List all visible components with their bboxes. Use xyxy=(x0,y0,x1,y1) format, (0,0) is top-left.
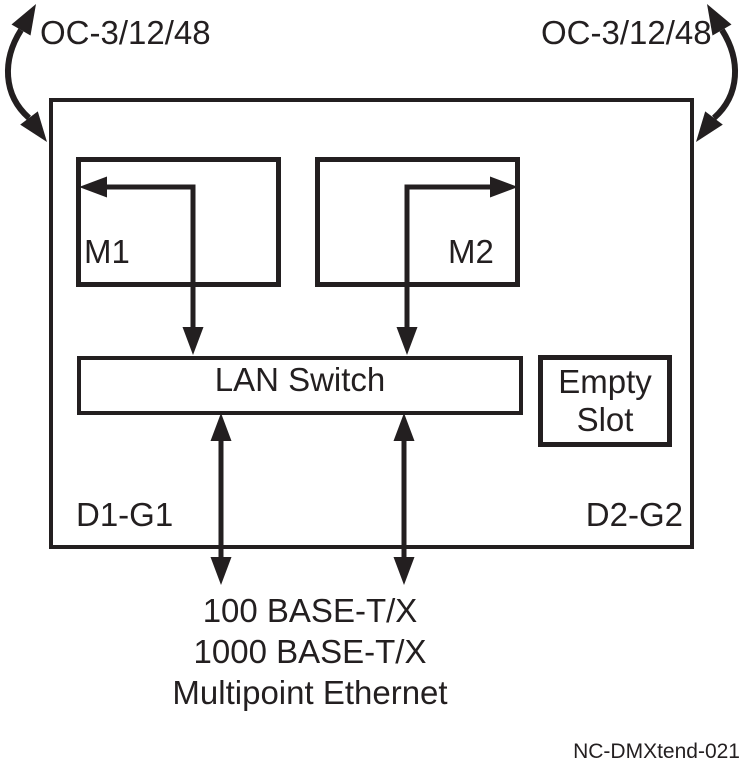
ethernet-multipoint-label: Multipoint Ethernet xyxy=(172,674,448,711)
figure-code-label: NC-DMXtend-021 xyxy=(573,740,740,763)
oc-right-label: OC-3/12/48 xyxy=(541,14,712,51)
d2-g2-label: D2-G2 xyxy=(585,496,683,533)
oc-left-label: OC-3/12/48 xyxy=(40,14,211,51)
empty-slot-label-line2: Slot xyxy=(576,401,634,438)
lan-switch-box xyxy=(77,356,523,415)
lan-switch-label: LAN Switch xyxy=(214,361,386,398)
d1-g1-label: D1-G1 xyxy=(76,496,174,533)
m2-label: M2 xyxy=(448,233,494,270)
m1-label: M1 xyxy=(84,233,130,270)
ethernet-100base-label: 100 BASE-T/X xyxy=(202,592,418,629)
ethernet-1000base-label: 1000 BASE-T/X xyxy=(193,633,427,670)
empty-slot-box: Empty Slot xyxy=(538,355,672,447)
ethernet-labels: 100 BASE-T/X 1000 BASE-T/X Multipoint Et… xyxy=(115,590,505,713)
empty-slot-label-line1: Empty xyxy=(558,363,652,400)
